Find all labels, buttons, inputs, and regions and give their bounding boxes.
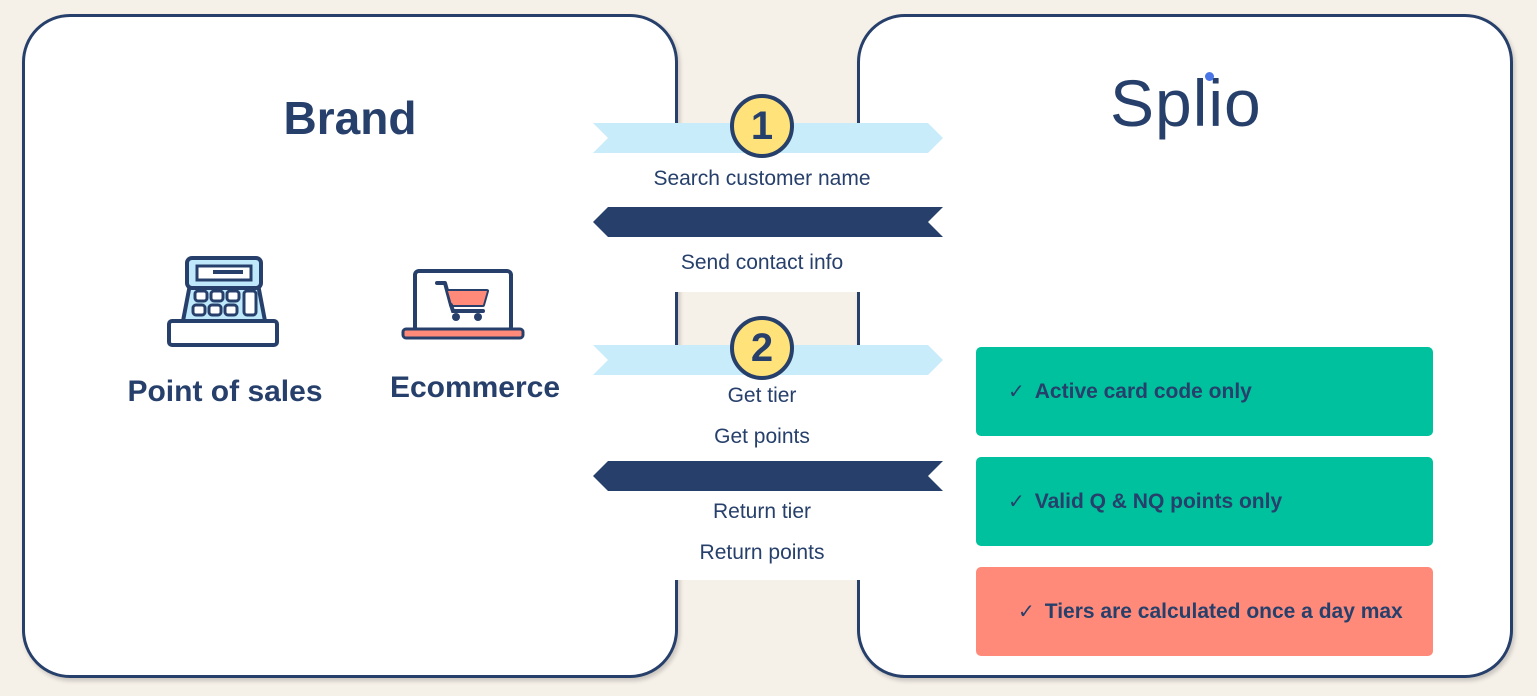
point-of-sales-label: Point of sales: [127, 375, 323, 408]
step-2-badge: 2: [730, 316, 794, 380]
cash-register-icon: [167, 255, 281, 356]
note-active-card-code: ✓ Active card code only: [976, 347, 1433, 436]
step-1-badge: 1: [730, 94, 794, 158]
search-customer-name-label: Search customer name: [653, 167, 871, 190]
splio-logo: Splio: [1110, 66, 1262, 140]
check-icon: ✓: [1008, 381, 1025, 403]
check-icon: ✓: [1018, 601, 1035, 623]
note-text: Tiers are calculated once a day max: [1044, 599, 1403, 623]
note-valid-points: ✓ Valid Q & NQ points only: [976, 457, 1433, 546]
ecommerce-label: Ecommerce: [389, 371, 561, 404]
get-tier-label: Get tier: [727, 384, 797, 407]
ecommerce-laptop-cart-icon: [401, 267, 525, 348]
send-contact-info-label: Send contact info: [680, 251, 844, 274]
get-points-label: Get points: [714, 425, 810, 448]
brand-panel: Brand Point of sales Ecommerc: [22, 14, 678, 678]
response-arrow-1: [593, 207, 943, 237]
note-tiers-calculated: ✓ Tiers are calculated once a day max: [976, 567, 1433, 656]
response-arrow-2: [593, 461, 943, 491]
note-text: Active card code only: [1034, 379, 1252, 403]
brand-title: Brand: [283, 92, 417, 144]
check-icon: ✓: [1008, 491, 1025, 513]
return-points-label: Return points: [699, 541, 825, 564]
return-tier-label: Return tier: [712, 500, 812, 523]
splio-logo-dot: [1205, 72, 1214, 81]
note-text: Valid Q & NQ points only: [1034, 489, 1283, 513]
